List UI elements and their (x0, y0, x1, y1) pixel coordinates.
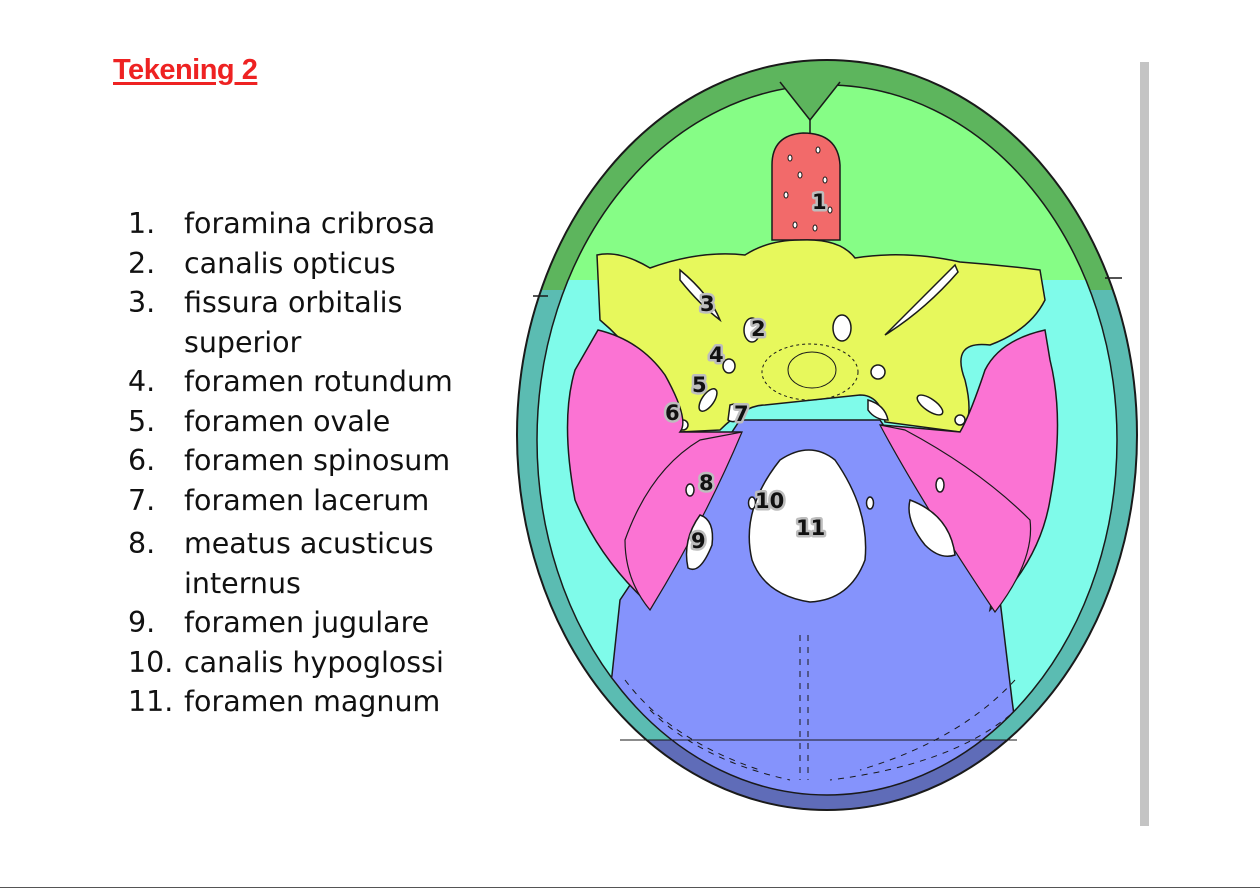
legend-number: 3. (128, 286, 156, 319)
legend-item: 6. foramen spinosum (128, 441, 484, 481)
occipital-sulci (624, 635, 1016, 781)
legend-number: 5. (128, 404, 156, 438)
skull-outline (516, 59, 1138, 811)
legend-text: foramen magnum (184, 685, 441, 718)
label-1: 1 (812, 190, 827, 214)
label-10: 10 (755, 489, 784, 513)
legend-number: 7. (128, 483, 156, 517)
legend-item: 8. meatus acusticus internus (128, 524, 484, 603)
legend-number: 8. (128, 527, 156, 560)
foramen-magnum (748, 449, 867, 603)
foramen-lacerum-right (867, 398, 889, 421)
meatus-acusticus-right (935, 477, 945, 493)
foramen-ovale (698, 388, 718, 412)
meatus-acusticus (685, 483, 695, 497)
canalis-hypoglossi (747, 496, 757, 510)
foramen-dot (822, 176, 828, 184)
legend-item: 2. canalis opticus (128, 244, 484, 284)
legend-number: 4. (128, 365, 156, 398)
label-7: 7 (734, 402, 749, 426)
label-5: 5 (692, 373, 707, 397)
foramen-dot (815, 146, 821, 154)
diagram-labels: 1 2 3 4 5 6 7 8 9 10 11 (663, 188, 830, 556)
legend-text: canalis hypoglossi (184, 645, 444, 679)
transverse-sulcus-right-2 (829, 714, 1011, 781)
foramen-jugulare (685, 514, 714, 570)
legend-text: foramen lacerum (184, 483, 430, 517)
label-9: 9 (691, 529, 706, 553)
foramen-dot (783, 191, 789, 199)
legend-text: foramina cribrosa (184, 207, 436, 240)
canalis-opticus-left (743, 317, 761, 343)
label-3: 3 (700, 292, 715, 316)
foramen-dot (797, 171, 803, 179)
cribriform-foramina (783, 146, 833, 232)
foramen-lacerum (727, 403, 744, 423)
transverse-sulcus-left (624, 679, 761, 771)
vertical-scrollbar[interactable] (1140, 62, 1149, 826)
legend-text: foramen spinosum (184, 444, 451, 477)
legend-text: fissura orbitalis superior (184, 286, 403, 359)
foramen-dot (812, 224, 818, 232)
label-4: 4 (709, 343, 724, 367)
legend-list: 1. foramina cribrosa 2. canalis opticus 3.… (128, 204, 484, 722)
legend-text: canalis opticus (184, 246, 396, 280)
label-2: 2 (751, 317, 766, 341)
fissura-orbitalis-right (884, 263, 959, 336)
foramen-rotundum-right (870, 364, 886, 380)
petrous-ridge-left (624, 431, 743, 612)
foramen-dot (787, 154, 793, 162)
legend-item: 3. fissura orbitalis superior (128, 283, 484, 362)
legend-number: 6. (128, 444, 156, 477)
legend-item: 10. canalis hypoglossi (128, 643, 484, 683)
petrous-ridge-right (878, 424, 1032, 614)
cribriform-plate (771, 132, 841, 241)
legend-number: 10. (128, 645, 174, 679)
transverse-sulcus-left-2 (649, 709, 791, 781)
foramen-ovale-right (916, 394, 944, 416)
foramen-dot (792, 221, 798, 229)
legend-text: meatus acusticus internus (184, 527, 434, 600)
fissura-orbitalis-left (679, 268, 722, 323)
legend-item: 5. foramen ovale (128, 402, 484, 442)
page-title: Tekening 2 (113, 54, 258, 86)
canalis-opticus-right (832, 314, 852, 342)
hypophyseal-fossa (787, 351, 837, 389)
legend-text: foramen jugulare (184, 606, 430, 639)
legend-number: 9. (128, 606, 156, 639)
legend-number: 2. (128, 246, 156, 280)
legend-item: 7. foramen lacerum (128, 481, 484, 521)
legend-number: 11. (128, 685, 174, 718)
foramen-spinosum-right (954, 414, 966, 426)
legend-number: 1. (128, 207, 156, 240)
bottom-divider (0, 887, 1260, 888)
legend-item: 9. foramen jugulare (128, 603, 484, 643)
label-8: 8 (699, 471, 714, 495)
legend-text: foramen ovale (184, 404, 391, 438)
transverse-sulcus-right (859, 679, 1016, 771)
foramen-dot (827, 206, 833, 214)
canalis-hypoglossi-right (865, 496, 875, 510)
legend-item: 11. foramen magnum (128, 682, 484, 722)
sella-turcica (761, 343, 859, 401)
label-6: 6 (665, 401, 680, 425)
foramen-jugulare-right (908, 499, 956, 557)
legend-text: foramen rotundum (184, 365, 453, 398)
legend-item: 1. foramina cribrosa (128, 204, 484, 244)
label-11: 11 (796, 516, 825, 540)
legend-item: 4. foramen rotundum (128, 362, 484, 402)
foramen-rotundum (722, 358, 736, 374)
